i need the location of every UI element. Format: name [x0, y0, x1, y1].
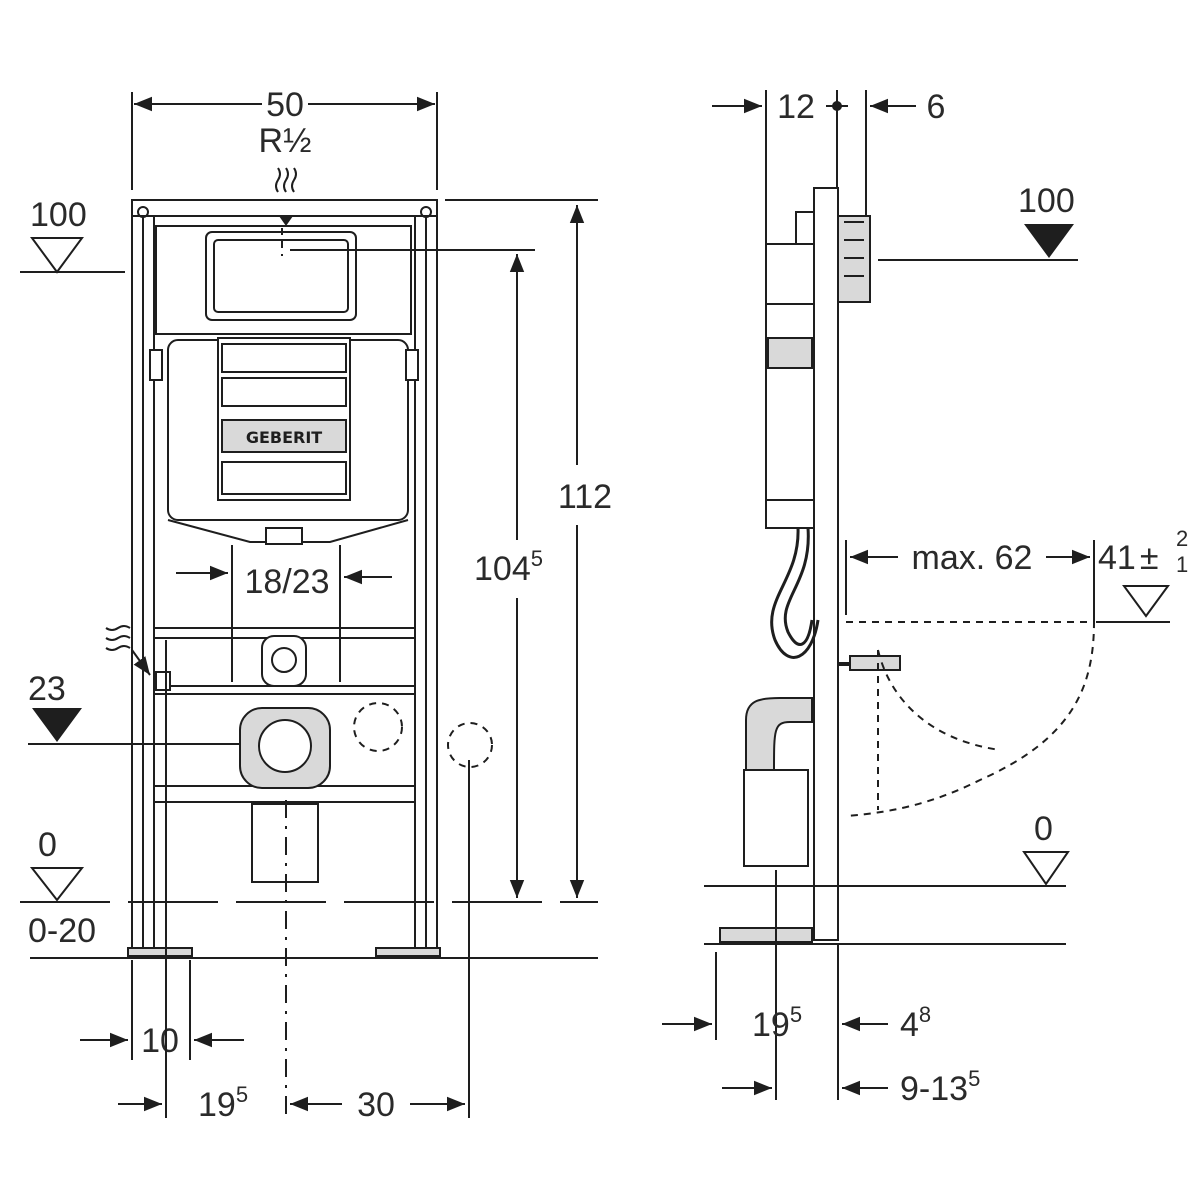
actuator-label: 18/23 [244, 563, 329, 601]
seat-tolerance-minus: 1 [1176, 552, 1188, 577]
side-level-marker-100: 100 [878, 182, 1078, 261]
offset-label: 195 [198, 1082, 248, 1124]
side-view: 12 6 [662, 88, 1188, 1108]
depth-dimensions: 12 6 [712, 88, 945, 250]
connection-label: R½ [259, 122, 312, 160]
depth-12-label: 12 [777, 88, 815, 126]
bottom-dimensions: 10 195 30 [80, 640, 470, 1124]
side-level-0-label: 0 [1034, 810, 1053, 848]
projection-label: max. 62 [912, 539, 1033, 577]
side-bottom-dimensions: 195 48 9-135 [662, 870, 980, 1108]
seat-tolerance-plus: 2 [1176, 526, 1188, 551]
projection-dimension: max. 62 41± 2 1 [845, 526, 1188, 623]
brand-logo: GEBERIT [246, 428, 322, 447]
front-view: 50 R½ 100 [20, 86, 612, 1124]
water-supply-icon [105, 625, 171, 691]
toilet-bowl-outline [845, 621, 1096, 817]
installation-frame [127, 199, 441, 957]
water-inlet-icon [272, 167, 300, 226]
side-level-100-label: 100 [1018, 182, 1075, 220]
side-bottom-a-label: 195 [752, 1002, 802, 1044]
floor-range-label: 0-20 [28, 912, 96, 950]
side-frame [719, 187, 901, 943]
depth-6-label: 6 [927, 88, 946, 126]
side-bottom-c-label: 9-135 [900, 1066, 980, 1108]
height-dimensions: 112 1045 [445, 199, 612, 898]
level-marker-100: 100 [20, 196, 125, 274]
height-104-label: 1045 [474, 546, 543, 588]
seat-height-label: 41± [1098, 539, 1159, 577]
level-0-label: 0 [38, 826, 57, 864]
width-dimension: 50 R½ [131, 86, 438, 190]
height-112-label: 112 [558, 478, 612, 516]
inlet-connector [261, 635, 307, 687]
width-label: 50 [266, 86, 304, 124]
drain-offset-label: 30 [357, 1086, 395, 1124]
side-level-marker-0: 0 [704, 810, 1070, 945]
level-marker-23: 23 [28, 670, 240, 745]
optional-connectors [353, 702, 493, 768]
level-100-label: 100 [30, 196, 87, 234]
actuator-dimension: 18/23 [176, 545, 392, 682]
cistern: GEBERIT [149, 225, 535, 545]
level-23-label: 23 [28, 670, 66, 708]
level-marker-0: 0 0-20 [20, 826, 598, 959]
foot-label: 10 [141, 1022, 179, 1060]
side-bottom-b-label: 48 [900, 1002, 931, 1044]
